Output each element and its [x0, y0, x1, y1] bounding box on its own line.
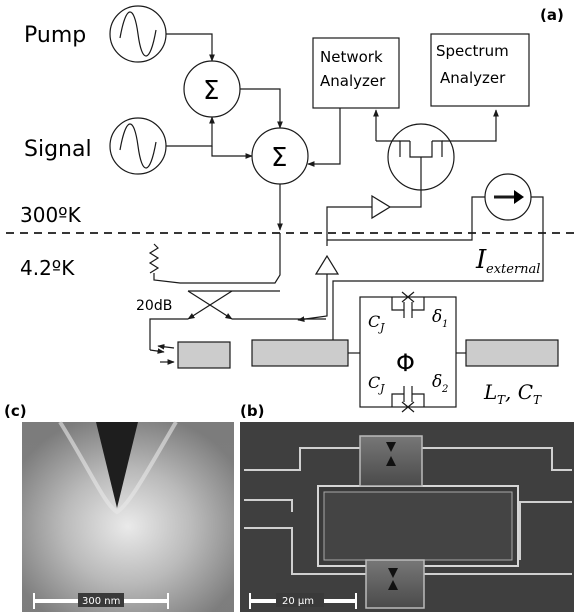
- panel-label-b: (b): [240, 402, 264, 420]
- current-label: I: [475, 245, 487, 275]
- amplifier-warm-icon: [371, 194, 392, 220]
- network-analyzer-box: Network Analyzer: [312, 37, 400, 109]
- splitter-icon: [387, 123, 455, 191]
- signal-source-icon: [109, 117, 167, 175]
- panel-label-c: (c): [4, 402, 27, 420]
- svg-text:Network: Network: [320, 48, 383, 66]
- resonator-left: [251, 339, 349, 367]
- lt-sub: T: [497, 393, 506, 407]
- cj-bottom-sub: J: [378, 382, 385, 395]
- scale-bar-c: 300 nm: [33, 593, 169, 609]
- summer-1-icon: Σ: [183, 60, 241, 118]
- delta1-label: δ: [432, 307, 442, 327]
- amplifier-cold-icon: [314, 254, 340, 275]
- cj-top-label: C: [368, 312, 380, 331]
- cold-temp-label: 4.2ºK: [20, 256, 75, 280]
- resonator-right: [465, 339, 559, 367]
- scale-bar-b: 20 µm: [249, 593, 357, 609]
- coupler-icon: [187, 290, 233, 320]
- squid-loop: [359, 291, 457, 413]
- signal-label: Signal: [24, 137, 92, 162]
- cj-top-sub: J: [378, 321, 385, 334]
- ct-label: , C: [505, 380, 533, 404]
- panel-label-a: (a): [540, 6, 564, 24]
- delta2-sub: 2: [441, 384, 448, 395]
- cj-bottom-label: C: [368, 373, 380, 392]
- svg-text:Σ: Σ: [271, 143, 287, 173]
- spectrum-analyzer-box: Spectrum Analyzer: [430, 33, 530, 107]
- attenuator-label: 20dB: [136, 298, 172, 314]
- summer-2-icon: Σ: [251, 127, 309, 185]
- micrograph-b-panel: (b) 20 µm: [240, 402, 574, 612]
- feedline-stub: [177, 341, 231, 369]
- svg-text:300 nm: 300 nm: [82, 596, 120, 607]
- room-temp-label: 300ºK: [20, 203, 82, 227]
- pump-label: Pump: [24, 23, 86, 48]
- svg-text:Analyzer: Analyzer: [320, 72, 386, 90]
- svg-text:Analyzer: Analyzer: [440, 69, 506, 87]
- svg-text:20 µm: 20 µm: [282, 596, 314, 607]
- current-sub: external: [486, 262, 540, 277]
- resistor-icon: [148, 243, 160, 274]
- flux-symbol: Φ: [396, 349, 415, 377]
- micrograph-c-panel: (c) 300 nm: [4, 402, 234, 612]
- isolator-icon: [484, 173, 532, 221]
- svg-text:Σ: Σ: [203, 76, 219, 106]
- pump-source-icon: [109, 5, 167, 63]
- delta2-label: δ: [432, 372, 442, 392]
- lt-label: L: [483, 380, 497, 404]
- delta1-sub: 1: [442, 319, 448, 330]
- schematic-panel: (a) Pump Signal Σ Σ: [6, 5, 575, 413]
- svg-text:Spectrum: Spectrum: [436, 42, 509, 60]
- ct-sub: T: [533, 393, 542, 407]
